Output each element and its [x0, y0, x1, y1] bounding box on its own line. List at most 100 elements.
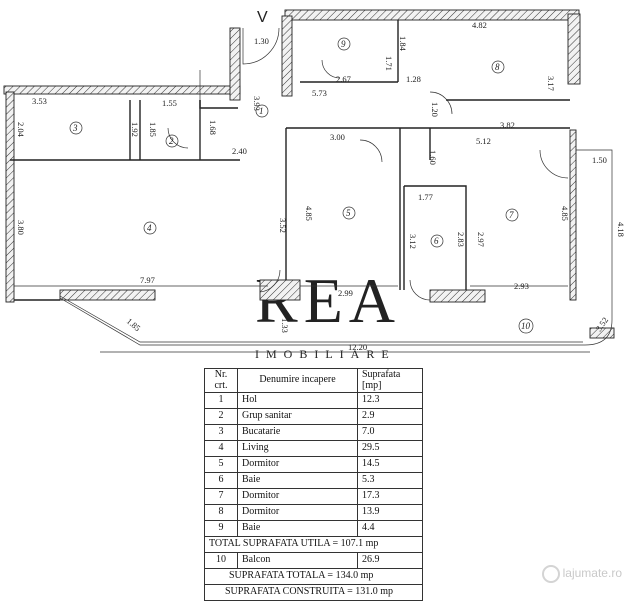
cell-nr: 7 [204, 488, 238, 505]
dimension-label: 2.83 [456, 232, 466, 247]
dimension-label: 1.50 [592, 155, 607, 165]
room-number: 10 [521, 321, 531, 331]
cell-area: 4.4 [357, 520, 423, 537]
cell-name: Dormitor [237, 456, 358, 473]
cell-area: 2.9 [357, 408, 423, 425]
walls [3, 9, 615, 353]
dimension-label: 1.68 [208, 120, 218, 135]
dimension-label: 12.20 [348, 342, 367, 352]
dimension-label: 3.53 [32, 96, 47, 106]
watermark: REA [255, 265, 401, 336]
dimension-label: 4.85 [304, 206, 314, 221]
cell-name: Hol [237, 392, 358, 409]
header-name: Denumire incapere [237, 368, 358, 393]
cell-area: 17.3 [357, 488, 423, 505]
dimension-label: 2.97 [476, 232, 486, 247]
header-area: Suprafata [mp] [357, 368, 423, 393]
total-util: TOTAL SUPRAFATA UTILA = 107.1 mp [204, 536, 423, 553]
room-number: 9 [341, 39, 346, 49]
total-row: SUPRAFATA TOTALA = 134.0 mp [204, 568, 423, 585]
cell-name: Dormitor [237, 488, 358, 505]
dimension-label: 3.17 [546, 76, 556, 91]
cell-nr: 5 [204, 456, 238, 473]
room-number: 1 [259, 106, 264, 116]
cell-area: 29.5 [357, 440, 423, 457]
cell-name: Balcon [237, 552, 358, 569]
room-number: 3 [72, 123, 78, 133]
dimension-label: 5.73 [312, 88, 327, 98]
dimension-label: 3.80 [16, 220, 26, 235]
dimension-label: 1.71 [384, 56, 394, 71]
cell-area: 12.3 [357, 392, 423, 409]
cell-name: Baie [237, 472, 358, 489]
total-area: SUPRAFATA TOTALA = 134.0 mp [204, 568, 423, 585]
room-number: 5 [346, 208, 351, 218]
dimension-label: 1.20 [430, 102, 440, 117]
dimension-label: 3.12 [408, 234, 418, 249]
room-number: 4 [147, 223, 152, 233]
dimension-label: 5.12 [476, 136, 491, 146]
cell-nr: 10 [204, 552, 238, 569]
cell-nr: 6 [204, 472, 238, 489]
cell-name: Dormitor [237, 504, 358, 521]
room-number: 2 [169, 136, 174, 146]
cell-nr: 2 [204, 408, 238, 425]
cell-area: 26.9 [357, 552, 423, 569]
table-header-row: Nr. crt. Denumire incapere Suprafata [mp… [204, 368, 423, 393]
cell-name: Living [237, 440, 358, 457]
dimension-label: 4.18 [616, 222, 626, 237]
dimension-label: 2.40 [232, 146, 247, 156]
dimension-labels: 1.30 4.82 3.17 1.84 1.71 2.67 1.28 5.73 … [16, 20, 626, 352]
dimension-label: 1.60 [428, 150, 438, 165]
dimension-label: 1.84 [398, 36, 408, 52]
dimension-label: 1.28 [406, 74, 421, 84]
room-labels: 1 2 3 4 5 6 7 8 9 10 [69, 37, 534, 334]
cell-nr: 9 [204, 520, 238, 537]
dimension-label: 1.30 [254, 36, 269, 46]
dimension-label: 7.97 [140, 275, 155, 285]
cell-nr: 3 [204, 424, 238, 441]
total-util-row: TOTAL SUPRAFATA UTILA = 107.1 mp [204, 536, 423, 553]
entrance-marker: V [257, 9, 268, 26]
dimension-label: 1.33 [280, 318, 290, 333]
dimension-label: 1.85 [125, 316, 143, 333]
floor-plan: REA IMOBILIARE [3, 9, 626, 361]
dimension-label: 4.82 [472, 20, 487, 30]
watermark-subtitle: IMOBILIARE [255, 347, 396, 361]
dimension-label: 1.92 [130, 122, 140, 137]
cell-nr: 4 [204, 440, 238, 457]
cell-name: Bucatarie [237, 424, 358, 441]
dimension-label: 2.93 [514, 281, 529, 291]
dimension-label: 3.52 [278, 218, 288, 233]
room-number: 8 [495, 62, 500, 72]
cell-name: Baie [237, 520, 358, 537]
dimension-label: 4.85 [560, 206, 570, 221]
cell-nr: 8 [204, 504, 238, 521]
cell-area: 5.3 [357, 472, 423, 489]
dimension-label: 2.67 [336, 74, 351, 84]
dimension-label: 1.77 [418, 192, 433, 202]
total-built-row: SUPRAFATA CONSTRUITA = 131.0 mp [204, 584, 423, 601]
cell-area: 7.0 [357, 424, 423, 441]
room-number: 7 [509, 210, 514, 220]
dimension-label: 2.99 [338, 288, 353, 298]
dimension-label: 3.00 [330, 132, 345, 142]
cell-name: Grup sanitar [237, 408, 358, 425]
total-built: SUPRAFATA CONSTRUITA = 131.0 mp [204, 584, 423, 601]
dimension-label: 2.04 [16, 122, 26, 138]
dimension-label: 3.93 [252, 96, 262, 111]
cell-nr: 1 [204, 392, 238, 409]
area-table-container: Nr. crt. Denumire incapere Suprafata [mp… [204, 368, 423, 601]
logo-mark-icon [541, 565, 560, 583]
room-number: 6 [434, 236, 439, 246]
site-logo: lajumate.ro [541, 565, 622, 583]
